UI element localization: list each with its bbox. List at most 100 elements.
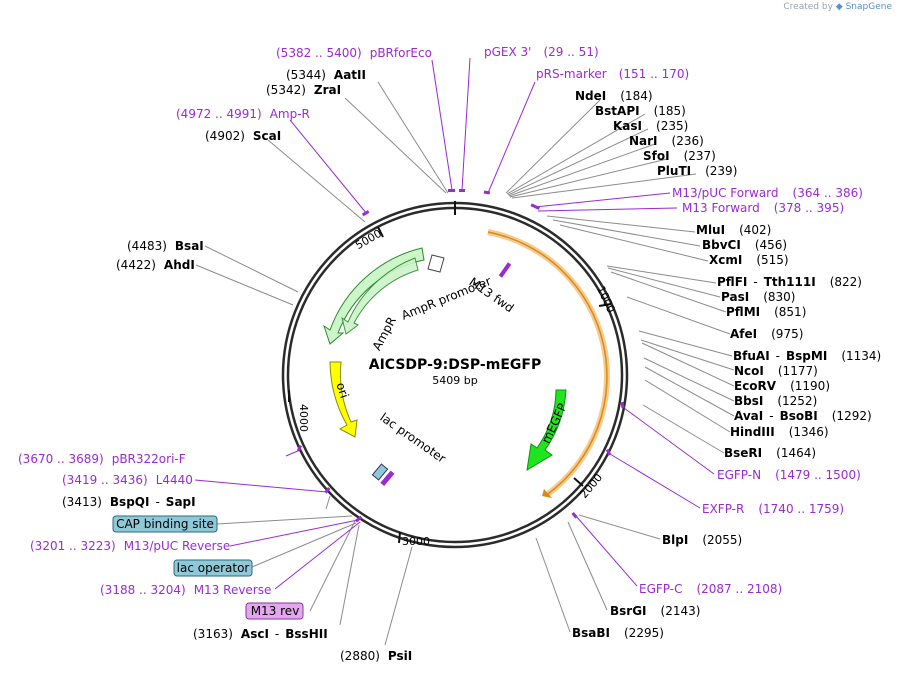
leader-m13puc-rev xyxy=(229,519,359,547)
leader-exfpr xyxy=(609,453,701,509)
leader-pluti xyxy=(511,173,697,199)
leader-afei xyxy=(626,296,731,335)
leader-psii xyxy=(384,546,413,646)
label-pbrforeco: (5382 .. 5400)pBRforEco xyxy=(276,46,432,60)
leader-aatii xyxy=(377,81,449,194)
credit-app: SnapGene xyxy=(845,2,892,12)
leader-prsmarker xyxy=(487,81,536,194)
label-exfpr: EXFP-R(1740 .. 1759) xyxy=(702,502,844,516)
label-sfoi: SfoI(237) xyxy=(643,149,716,163)
feature-ori xyxy=(329,361,358,438)
tick-4000: 4000 xyxy=(297,404,310,432)
leader-cap xyxy=(216,515,353,525)
feature-lac-promoter xyxy=(371,463,395,487)
m13rev-tag-bg xyxy=(245,602,304,620)
label-ecorv: EcoRV(1190) xyxy=(734,379,830,393)
leader-pflmi xyxy=(610,271,727,313)
leader-avai xyxy=(644,366,735,417)
cap-tag-bg xyxy=(112,515,218,533)
leader-lines xyxy=(195,81,735,646)
ampr-promoter-box xyxy=(427,254,445,273)
leader-asci xyxy=(339,524,360,626)
orf-arrowhead xyxy=(542,489,552,498)
mark-ampr-site xyxy=(361,210,370,217)
label-pbr322ori: (3670 .. 3689)pBR322ori-F xyxy=(18,452,186,466)
label-bsrgi: BsrGI(2143) xyxy=(610,604,700,618)
label-blpi: BlpI(2055) xyxy=(662,533,742,547)
label-M13-fwd: M13 fwd xyxy=(467,275,517,316)
leader-l4440 xyxy=(194,479,328,493)
tag-m13-rev: M13 rev xyxy=(245,602,304,620)
leader-bstapi xyxy=(506,113,646,195)
leader-scai xyxy=(267,139,366,223)
tag-cap-binding-site: CAP binding site xyxy=(112,515,218,533)
label-pasi: PasI(830) xyxy=(721,290,795,304)
label-zrai: (5342)ZraI xyxy=(266,83,341,97)
label-bstapi: BstAPI(185) xyxy=(595,104,686,118)
feature-mEGFP xyxy=(526,389,567,471)
leader-bbvci xyxy=(552,219,701,247)
label-ndei: NdeI(184) xyxy=(575,89,653,103)
label-aatii: (5344)AatII xyxy=(286,68,366,82)
leader-pbrforeco xyxy=(431,59,453,191)
label-bspqi: (3413)BspQI-SapI xyxy=(62,495,196,509)
label-m13puc-fwd: M13/pUC Forward(364 .. 386) xyxy=(672,186,863,200)
leader-bsabi xyxy=(535,537,571,633)
primer-leaders xyxy=(194,57,715,590)
mark-m13-fwd xyxy=(530,203,540,210)
plasmid-length: 5409 bp xyxy=(432,374,477,387)
label-bfuai: BfuAI-BspMI(1134) xyxy=(733,349,881,363)
tick-3000: 3000 xyxy=(402,535,430,548)
label-asci: (3163)AscI-BssHII xyxy=(193,627,328,641)
label-bsabi: BsaBI(2295) xyxy=(572,626,664,640)
mark-exfpr xyxy=(605,448,612,456)
feature-M13-fwd xyxy=(498,262,512,278)
mark-pbrforeco xyxy=(448,189,455,192)
label-pluti: PluTI(239) xyxy=(657,164,737,178)
leader-ecorv xyxy=(641,342,735,387)
label-m13-rev-primer: (3188 .. 3204)M13 Reverse xyxy=(100,583,271,597)
leader-sfoi xyxy=(509,158,668,198)
leader-pgex3 xyxy=(461,57,471,191)
lacop-tag-text: lac operator xyxy=(177,561,250,575)
lac-operator-mark xyxy=(380,470,395,487)
tick-1000-line xyxy=(598,303,612,307)
label-pgex3: pGEX 3'(29 .. 51) xyxy=(484,45,599,59)
leader-m13puc-fwd xyxy=(534,192,671,208)
label-m13-fwd: M13 Forward(378 .. 395) xyxy=(682,201,844,215)
label-pflmi: PflMI(851) xyxy=(726,305,806,319)
label-AmpR: AmpR xyxy=(370,315,399,353)
leader-blpi xyxy=(578,514,661,540)
label-bbsi: BbsI(1252) xyxy=(734,394,817,408)
label-bbvci: BbvCI(456) xyxy=(702,238,787,252)
mark-egfpc xyxy=(571,512,578,519)
feature-AmpR xyxy=(341,257,419,335)
leader-bspqi xyxy=(325,495,331,510)
tick-5000: 5000 xyxy=(353,227,384,252)
label-xcmi: XcmI(515) xyxy=(709,253,789,267)
leader-hindiii xyxy=(644,379,731,433)
leader-m13-fwd xyxy=(537,207,678,212)
mark-prsmarker xyxy=(483,190,491,195)
leader-ncoi xyxy=(640,339,735,371)
tick-3000-line xyxy=(398,531,401,544)
label-ncoi: NcoI(1177) xyxy=(734,364,818,378)
tag-lac-operator: lac operator xyxy=(173,559,253,577)
leader-bsai xyxy=(204,245,299,293)
plasmid-name: AICSDP-9:DSP-mEGFP xyxy=(369,357,541,373)
leader-lacop xyxy=(251,522,357,568)
mark-l4440 xyxy=(324,487,331,494)
label-egfpc: EGFP-C(2087 .. 2108) xyxy=(639,582,782,596)
leader-bseri xyxy=(642,404,725,454)
label-pflfi: PflFI-Tth111I(822) xyxy=(717,275,862,289)
leader-nari xyxy=(508,143,656,197)
leader-ampr-site xyxy=(289,119,368,215)
mEGFP-orf-line xyxy=(487,231,608,495)
mark-m13-rev xyxy=(355,515,363,523)
primer-marks xyxy=(296,189,625,523)
leader-bbsi xyxy=(643,357,735,402)
snapgene-credit: Created by ◆ SnapGene xyxy=(783,2,892,12)
leader-egfpc xyxy=(575,515,638,587)
label-m13puc-rev: (3201 .. 3223)M13/pUC Reverse xyxy=(30,539,230,553)
